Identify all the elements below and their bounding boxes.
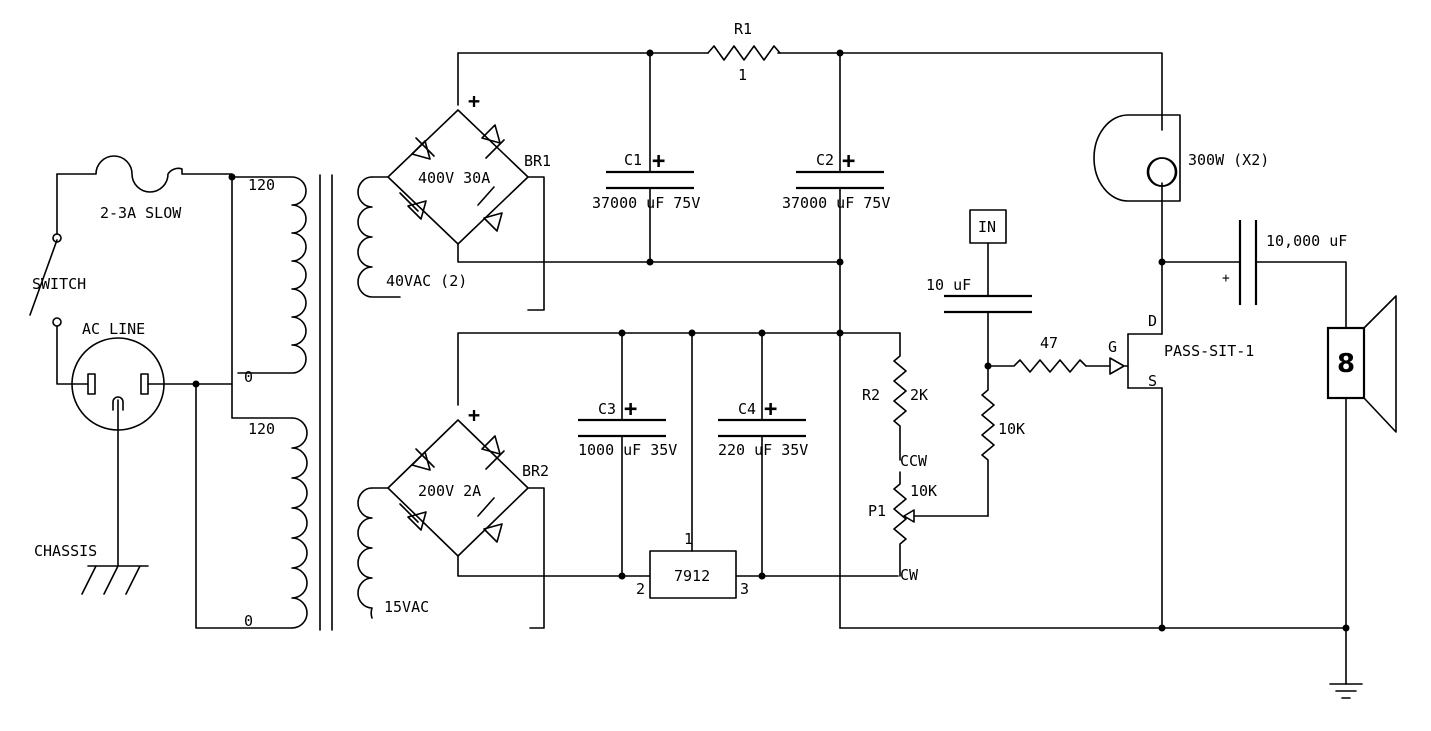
bridge-br1: + 400V 30A BR1	[371, 89, 839, 311]
primary2-120-label: 120	[248, 420, 275, 438]
ground-rail	[839, 627, 1363, 699]
regulator-7912: 7912 1 2 3	[636, 332, 899, 599]
drain-label: D	[1148, 312, 1157, 330]
c1-plus: +	[652, 149, 665, 174]
resistor-10k: 10K	[981, 365, 1025, 517]
p1-value: 10K	[910, 482, 937, 500]
switch: SWITCH	[29, 173, 89, 385]
sec2-label: 15VAC	[384, 598, 429, 616]
c1-value: 37000 uF 75V	[592, 194, 700, 212]
c4-value: 220 uF 35V	[718, 441, 808, 459]
switch-label: SWITCH	[32, 275, 86, 293]
rb-value: 10K	[998, 420, 1025, 438]
c1-label: C1	[624, 151, 642, 169]
c2-label: C2	[816, 151, 834, 169]
primary2-0-label: 0	[244, 612, 253, 630]
cin-value: 10 uF	[926, 276, 971, 294]
resistor-r2: R2 2K CCW	[862, 332, 928, 470]
cw-label: CW	[900, 566, 919, 584]
p1-label: P1	[868, 502, 886, 520]
speaker: 8	[1326, 295, 1397, 685]
br1-plus: +	[468, 89, 480, 113]
sec1-label: 40VAC (2)	[386, 272, 467, 290]
fuse: 2-3A SLOW	[56, 155, 233, 222]
r1-value: 1	[738, 66, 747, 84]
br1-rating: 400V 30A	[418, 169, 490, 187]
primary1-0-label: 0	[244, 368, 253, 386]
transformer-secondary-2: 15VAC	[357, 487, 429, 619]
capacitor-c3: C3 + 1000 uF 35V	[578, 332, 677, 577]
r1-label: R1	[734, 20, 752, 38]
regulator-label: 7912	[674, 567, 710, 585]
speaker-label: 8	[1337, 349, 1355, 379]
junction-dots	[192, 49, 1350, 632]
c3-plus: +	[624, 397, 637, 422]
lamp-300w: 300W (X2)	[1093, 114, 1269, 202]
resistor-r1: R1 1	[707, 20, 781, 84]
c4-label: C4	[738, 400, 756, 418]
resistor-47: 47	[987, 334, 1111, 373]
input-terminal: IN 10 uF	[926, 209, 1032, 367]
fet-label: PASS-SIT-1	[1164, 342, 1254, 360]
c3-value: 1000 uF 35V	[578, 441, 677, 459]
c4-plus: +	[764, 397, 777, 422]
capacitor-c2: C2 + 37000 uF 75V	[782, 52, 890, 629]
cout-value: 10,000 uF	[1266, 232, 1347, 250]
top-rail	[457, 52, 1163, 116]
reg-pin3: 3	[740, 580, 749, 598]
c3-label: C3	[598, 400, 616, 418]
negative-rail	[457, 332, 901, 406]
source-label: S	[1148, 372, 1157, 390]
c2-plus: +	[842, 149, 855, 174]
fuse-label: 2-3A SLOW	[100, 204, 182, 222]
input-label: IN	[978, 218, 996, 236]
ac-line-label: AC LINE	[82, 320, 145, 338]
transformer-secondary-1: 40VAC (2)	[357, 176, 467, 298]
br2-label: BR2	[522, 462, 549, 480]
capacitor-c1: C1 + 37000 uF 75V	[592, 52, 700, 263]
rg-value: 47	[1040, 334, 1058, 352]
capacitor-output: + 10,000 uF	[1161, 220, 1347, 329]
reg-pin2: 2	[636, 580, 645, 598]
r2-label: R2	[862, 386, 880, 404]
chassis-ground: CHASSIS	[34, 399, 149, 595]
gate-label: G	[1108, 338, 1117, 356]
ccw-label: CCW	[900, 452, 928, 470]
potentiometer-p1: P1 10K CW	[868, 471, 989, 584]
bridge-br2: + 200V 2A BR2	[371, 403, 651, 629]
chassis-label: CHASSIS	[34, 542, 97, 560]
c2-value: 37000 uF 75V	[782, 194, 890, 212]
lamp-label: 300W (X2)	[1188, 151, 1269, 169]
transformer-primary: 120 0 120 0	[195, 173, 333, 631]
r2-value: 2K	[910, 386, 928, 404]
br1-label: BR1	[524, 152, 551, 170]
br2-plus: +	[468, 403, 480, 427]
transistor-pass-sit-1: G D S PASS-SIT-1	[1108, 312, 1254, 390]
ac-line-plug: AC LINE	[71, 320, 233, 431]
cout-plus: +	[1222, 271, 1230, 286]
reg-pin1: 1	[684, 530, 693, 548]
capacitor-c4: C4 + 220 uF 35V	[718, 332, 808, 577]
br2-rating: 200V 2A	[418, 482, 481, 500]
primary1-120-label: 120	[248, 176, 275, 194]
